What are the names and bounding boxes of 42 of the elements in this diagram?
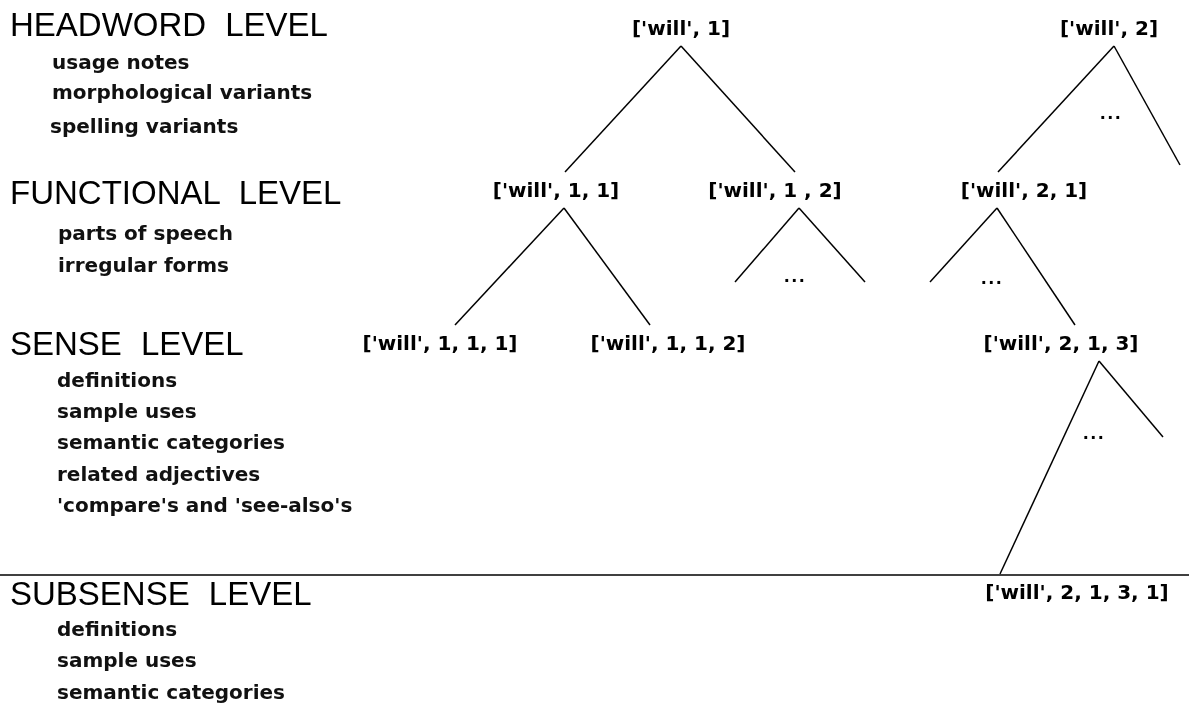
tree-branch-line — [564, 45, 682, 173]
node-label: ['will', 1] — [632, 16, 730, 40]
tree-branch-line — [680, 45, 796, 173]
attribute-text: related adjectives — [57, 462, 261, 486]
tree-branch-line — [1113, 45, 1181, 166]
node-label: ['will', 1, 1] — [492, 178, 620, 202]
attribute-text: definitions — [57, 368, 178, 392]
attribute-text: parts of speech — [58, 221, 233, 245]
node-label: ['will', 2] — [1060, 16, 1158, 40]
attribute-text: definitions — [57, 617, 178, 641]
attribute-text: spelling variants — [50, 114, 239, 138]
level-heading: FUNCTIONAL LEVEL — [10, 177, 342, 209]
ellipsis-text: ... — [1100, 101, 1123, 123]
attribute-text: sample uses — [57, 648, 197, 672]
attribute-text: semantic categories — [57, 680, 285, 703]
tree-branch-line — [929, 207, 998, 283]
node-label: ['will', 1, 1, 2] — [590, 331, 746, 355]
tree-branch-line — [454, 207, 565, 326]
node-label: ['will', 1, 1, 1] — [362, 331, 518, 355]
attribute-text: semantic categories — [57, 430, 285, 454]
node-label: ['will', 2, 1, 3] — [983, 331, 1139, 355]
level-heading: SUBSENSE LEVEL — [10, 578, 312, 610]
tree-branch-line — [997, 45, 1115, 173]
level-heading: SENSE LEVEL — [10, 328, 244, 360]
attribute-text: sample uses — [57, 399, 197, 423]
level-heading: HEADWORD LEVEL — [10, 9, 328, 41]
node-label: ['will', 1 , 2] — [708, 178, 842, 202]
attribute-text: 'compare's and 'see-also's — [57, 493, 353, 517]
attribute-text: morphological variants — [52, 80, 313, 104]
node-label: ['will', 2, 1, 3, 1] — [985, 580, 1169, 604]
ellipsis-text: ... — [981, 266, 1004, 288]
node-label: ['will', 2, 1] — [960, 178, 1088, 202]
tree-branch-line — [996, 207, 1076, 326]
tree-branch-line — [563, 207, 651, 326]
ellipsis-text: ... — [784, 264, 807, 286]
attribute-text: usage notes — [52, 50, 190, 74]
ellipsis-text: ... — [1083, 421, 1106, 443]
attribute-text: irregular forms — [58, 253, 229, 277]
tree-branch-line — [999, 360, 1100, 575]
tree-branch-line — [798, 207, 866, 283]
tree-branch-line — [734, 207, 800, 283]
tree-branch-line — [1098, 360, 1164, 438]
